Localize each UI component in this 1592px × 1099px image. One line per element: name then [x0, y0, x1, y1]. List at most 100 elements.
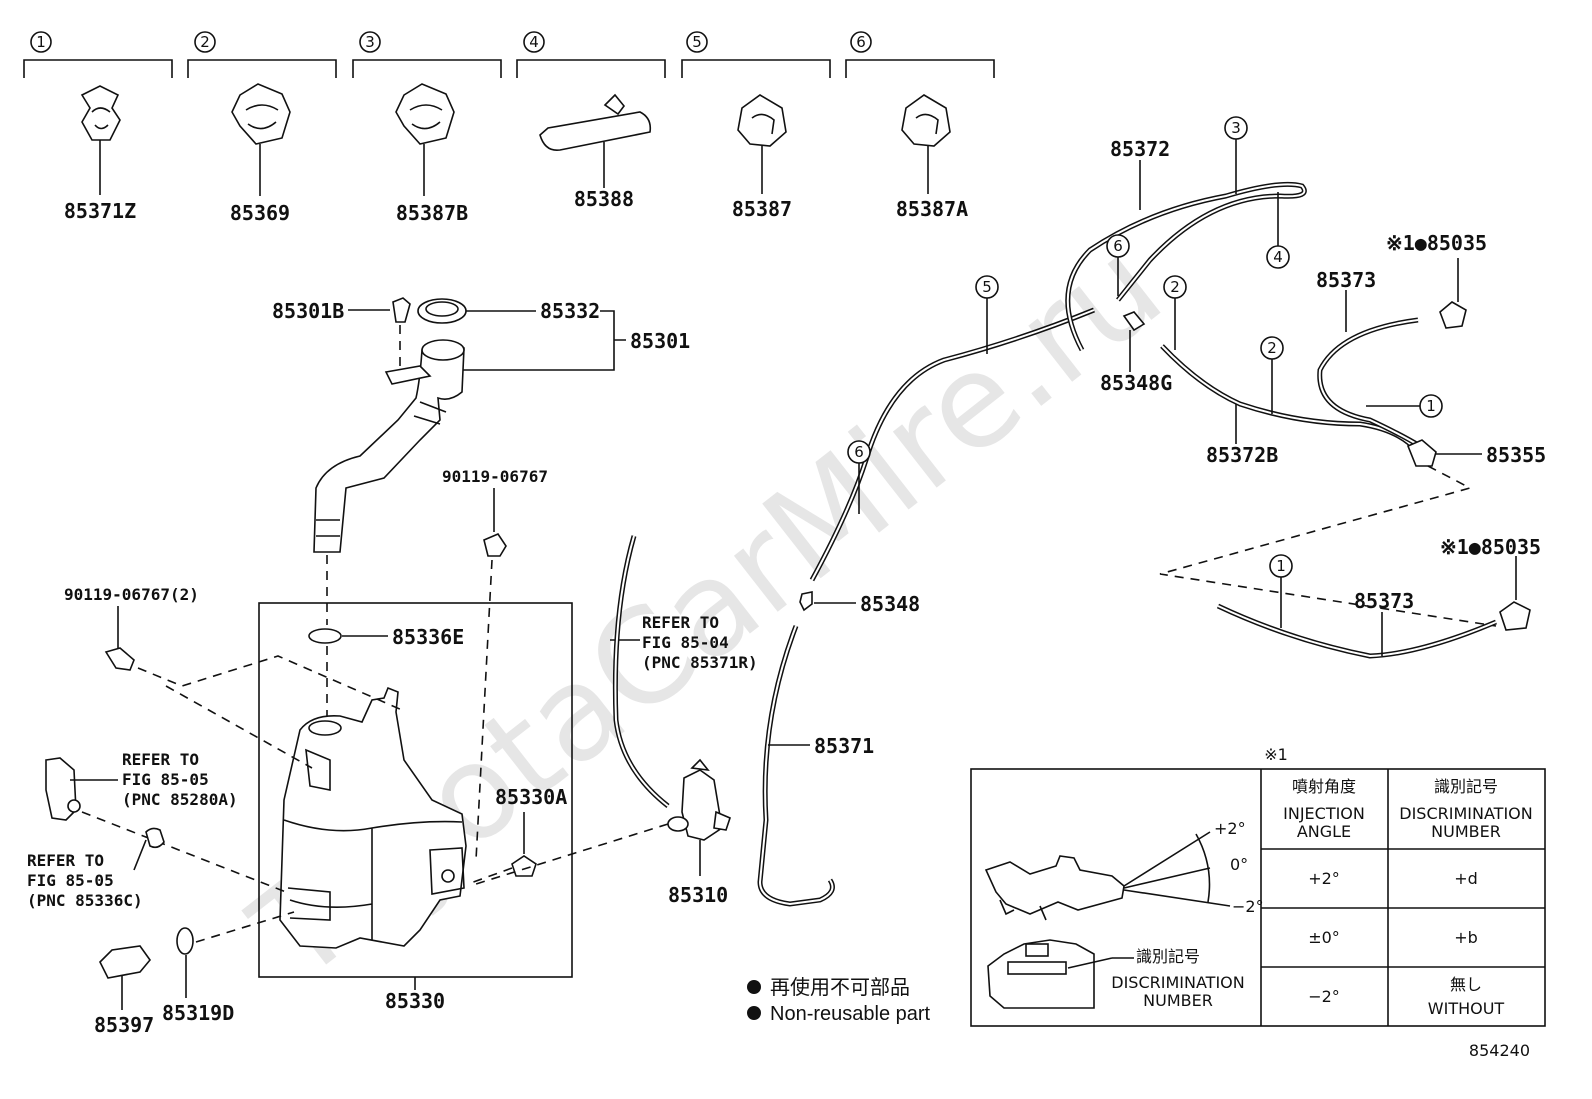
header-discrimination-en-1: DISCRIMINATION: [1399, 804, 1532, 823]
clip-index-4-number: 4: [529, 33, 539, 51]
part-label-85397: 85397: [94, 1013, 154, 1037]
row2-mark: +b: [1454, 928, 1478, 947]
row1-mark: +d: [1454, 869, 1478, 888]
part-label-85372B: 85372B: [1206, 443, 1278, 467]
washer-pump-85310-icon: [681, 769, 723, 841]
hose-clip-marker-6-lower-number: 6: [854, 443, 864, 461]
angle-minus2: −2°: [1232, 897, 1264, 916]
hose-clip-marker-5: 5: [975, 275, 999, 354]
part-label-85387A: 85387A: [896, 197, 968, 221]
hose-85372B: [1160, 344, 1420, 454]
disc-label-jp: 識別記号: [1136, 947, 1200, 966]
connector-85355-icon: [1406, 439, 1437, 467]
part-label-85319D: 85319D: [162, 1001, 234, 1025]
clip-index-3: 3 85387B: [352, 31, 502, 225]
grommet-85336C-icon: [145, 827, 165, 849]
part-label-85330A: 85330A: [495, 785, 567, 809]
washer-tank-85330-icon: [279, 686, 467, 949]
hose-clip-marker-1-a-number: 1: [1426, 397, 1436, 415]
hose-clip-marker-3-number: 3: [1231, 119, 1241, 137]
refer-85371R-line2: FIG 85-04: [642, 633, 729, 652]
pump-and-hoses: REFER TO FIG 85-04 (PNC 85371R) 85310 85…: [475, 116, 1546, 907]
angle-plus2: +2°: [1214, 819, 1246, 838]
hose-clip-marker-1-b: 1: [1269, 554, 1293, 628]
clip-index-3-number: 3: [365, 33, 375, 51]
clip-index-2: 2 85369: [187, 31, 337, 225]
reservoir-assembly: 85301B 85332 85301 85336E 85330 90119-06…: [27, 297, 690, 1037]
disc-label-en-2: NUMBER: [1143, 991, 1213, 1010]
joint-85348G-icon: [1122, 311, 1146, 332]
figure-number: 854240: [1469, 1041, 1530, 1060]
hose-clip-marker-5-number: 5: [982, 278, 992, 296]
hose-clip-marker-6-upper: 6: [1106, 234, 1130, 296]
part-label-85372: 85372: [1110, 137, 1170, 161]
refer-85336C-line3: (PNC 85336C): [27, 891, 143, 910]
clip-index-5-number: 5: [692, 33, 702, 51]
clip-index-2-number: 2: [200, 33, 210, 51]
nozzle-85035-bottom-icon: [1499, 601, 1531, 631]
non-reusable-dot-icon: [747, 980, 761, 994]
part-label-90119-06767-2: 90119-06767(2): [64, 585, 199, 604]
part-label-85348G: 85348G: [1100, 371, 1172, 395]
part-label-85301: 85301: [630, 329, 690, 353]
header-injection-en-1: INJECTION: [1283, 804, 1365, 823]
clip-index-1-number: 1: [36, 33, 46, 51]
part-label-85373-bottom: 85373: [1354, 589, 1414, 613]
grommet-85301B-icon: [392, 297, 411, 323]
hose-85371: [757, 625, 835, 907]
table-note-mark: ※1: [1264, 745, 1288, 764]
header-injection-jp: 噴射角度: [1292, 777, 1356, 796]
header-discrimination-en-2: NUMBER: [1431, 822, 1501, 841]
legend: 再使用不可部品 Non-reusable part: [747, 976, 931, 1025]
angle-zero: 0°: [1230, 855, 1248, 874]
part-label-85371Z: 85371Z: [64, 199, 136, 223]
refer-85280A-line2: FIG 85-05: [122, 770, 209, 789]
clip-index-6-number: 6: [856, 33, 866, 51]
header-injection-en-2: ANGLE: [1297, 822, 1351, 841]
clip-85387B-icon: [395, 83, 455, 145]
part-label-85387B: 85387B: [396, 201, 468, 225]
row2-angle: ±0°: [1308, 928, 1340, 947]
disc-label-en-1: DISCRIMINATION: [1111, 973, 1244, 992]
hose-clip-marker-6-lower: 6: [847, 440, 871, 514]
non-reusable-dot-icon-2: [747, 1006, 761, 1020]
row1-angle: +2°: [1308, 869, 1340, 888]
bolt-90119-icon: [483, 533, 507, 557]
part-label-85035-bottom: ※1●85035: [1440, 535, 1541, 559]
header-discrimination-jp: 識別記号: [1434, 777, 1498, 796]
row3-mark-jp: 無し: [1450, 975, 1482, 994]
clip-index-5: 5 85387: [681, 31, 831, 221]
grommet-85336E-icon: [308, 628, 342, 644]
nozzle-angle-table: ※1 噴射角度 INJECTION ANGLE 識別記号 DISCRIMINAT…: [970, 745, 1546, 1027]
clip-85369-icon: [231, 83, 291, 145]
row3-mark-en: WITHOUT: [1428, 999, 1505, 1018]
hose-clip-marker-2-b: 2: [1260, 336, 1284, 414]
hose-85373-lower: [1216, 603, 1497, 659]
hose-clip-marker-3: 3: [1224, 116, 1248, 194]
refer-85280A-line3: (PNC 85280A): [122, 790, 238, 809]
part-label-85355: 85355: [1486, 443, 1546, 467]
nozzle-85035-top-icon: [1439, 301, 1467, 329]
part-label-85371: 85371: [814, 734, 874, 758]
refer-85336C-line1: REFER TO: [27, 851, 104, 870]
refer-85280A-line1: REFER TO: [122, 750, 199, 769]
part-label-85348: 85348: [860, 592, 920, 616]
part-label-85336E: 85336E: [392, 625, 464, 649]
clip-index-1: 1 85371Z: [23, 31, 173, 223]
hose-clip-marker-1-a: 1: [1366, 394, 1443, 418]
part-label-85388: 85388: [574, 187, 634, 211]
clip-85387-icon: [737, 94, 787, 147]
part-label-90119-06767: 90119-06767: [442, 467, 548, 486]
legend-japanese: 再使用不可部品: [770, 976, 910, 999]
part-label-85373-top: 85373: [1316, 268, 1376, 292]
hose-clip-marker-2-a-number: 2: [1170, 278, 1180, 296]
bolt-90119-2-icon: [104, 647, 135, 671]
clip-85387A-icon: [901, 94, 951, 147]
clip-85388-icon: [539, 111, 652, 152]
grommet-85330A-icon: [511, 855, 537, 877]
part-label-85332: 85332: [540, 299, 600, 323]
refer-85336C-line2: FIG 85-05: [27, 871, 114, 890]
row3-angle: −2°: [1308, 987, 1340, 1006]
refer-85371R-line1: REFER TO: [642, 613, 719, 632]
